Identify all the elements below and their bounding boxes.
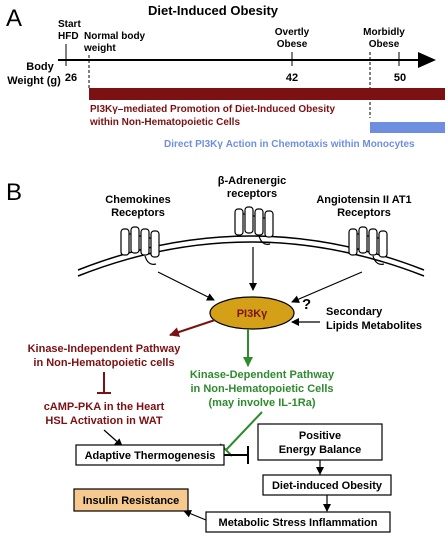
positive-energy-line1: Positive [299,430,341,442]
adrenergic-receptor-icon [234,206,274,245]
marker-normal-line1: Normal body [84,31,146,42]
receptor-at1-line1: Angiotensin II AT1 [316,194,411,206]
question-mark: ? [302,296,311,313]
axis-label-line1: Body [26,61,54,73]
receptor-chemokine-line2: Receptors [111,207,165,219]
arrow-at1-to-pi3k [291,271,363,303]
positive-energy-balance-box [257,423,383,461]
pi3k-hub [209,296,295,330]
positive-energy-line2: Energy Balance [279,444,362,456]
bar-nonhematopoietic-label-line1: PI3Kγ–mediated Promotion of Diet-Induced… [90,104,335,115]
bar-nonhematopoietic [89,88,445,100]
tick-value-50: 50 [394,72,406,84]
arrow-camp-to-adaptive [103,429,123,447]
adaptive-thermogenesis-label: Adaptive Thermogenesis [85,450,216,462]
camp-line2: HSL Activation in WAT [45,415,162,427]
kinase-dependent-line2: in Non-Hematopoietic Cells [190,383,333,395]
panel-a-letter: A [6,5,22,32]
diet-induced-obesity-label: Diet-induced Obesity [272,480,383,492]
insulin-resistance-label: Insulin Resistance [83,495,180,507]
marker-morbidly-line1: Morbidly [363,27,405,38]
marker-start-line2: HFD [58,31,79,42]
metabolic-stress-label: Metabolic Stress Inflammation [219,517,378,529]
arrow-pi3k-to-kinase-independent [169,319,216,337]
tick-value-42: 42 [286,72,298,84]
receptor-adrenergic-line2: receptors [227,188,277,200]
chemokine-receptor-icon [120,226,160,265]
kinase-dependent-line1: Kinase-Dependent Pathway [190,369,335,381]
receptor-chemokine-line1: Chemokines [105,194,170,206]
at1-receptor-icon [348,226,388,265]
marker-overtly-line1: Overtly [275,27,310,38]
marker-start-line1: Start [58,19,81,30]
panel-b-letter: B [6,179,22,206]
inhibit-kinase-dependent [225,411,263,451]
kinase-dependent-line3: (may involve IL-1Ra) [209,397,316,409]
marker-normal-line2: weight [83,43,116,54]
bar-monocytes [370,122,445,133]
axis-label-line2: Weight (g) [7,75,61,87]
secondary-lipids-line1: Secondary [326,306,383,318]
kinase-independent-line2: in Non-Hematopoietic cells [33,357,174,369]
cell-membrane-inner [77,241,425,277]
pi3k-hub-label: PI3Kγ [237,308,268,320]
arrow-chemokine-to-pi3k [157,271,215,301]
receptor-adrenergic-line1: β-Adrenergic [218,175,286,187]
insulin-resistance-box [73,488,189,512]
secondary-lipids-line2: Lipids Metabolites [326,320,422,332]
bar-monocytes-label: Direct PI3Kγ Action in Chemotaxis within… [164,139,415,150]
panel-a-title: Diet-Induced Obesity [148,3,279,18]
receptor-at1-line2: Receptors [337,207,391,219]
kinase-independent-line1: Kinase-Independent Pathway [28,343,182,355]
camp-line1: cAMP-PKA in the Heart [44,401,165,413]
bar-nonhematopoietic-label-line2: within Non-Hematopoietic Cells [89,117,240,128]
tick-value-26: 26 [65,72,77,84]
metabolic-stress-box [205,511,391,533]
marker-morbidly-line2: Obese [369,39,400,50]
timeline-arrowhead [418,52,436,68]
arrow-metabolic-to-insulin [183,509,207,521]
marker-overtly-line2: Obese [277,39,308,50]
